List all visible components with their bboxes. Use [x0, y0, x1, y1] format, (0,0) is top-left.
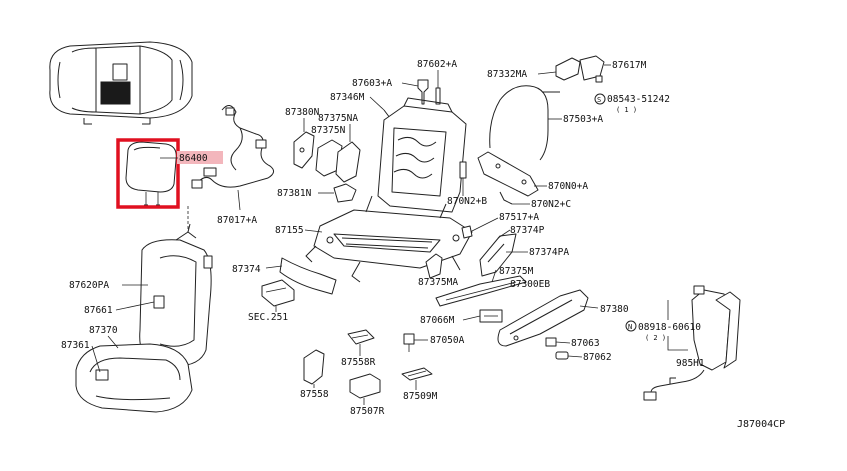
label-86400[interactable]: 86400	[179, 153, 208, 164]
clip-87509m[interactable]	[401, 367, 433, 381]
label-08543[interactable]: 08543-51242	[607, 94, 670, 105]
cover-87375na[interactable]	[335, 141, 361, 183]
label-87381n[interactable]: 87381N	[277, 188, 312, 199]
cover-87507r[interactable]	[349, 373, 381, 399]
cover-87380n[interactable]	[293, 131, 315, 169]
label-87503a[interactable]: 87503+A	[563, 114, 603, 125]
label-87603a[interactable]: 87603+A	[352, 78, 392, 89]
label-87361[interactable]: 87361	[61, 340, 90, 351]
label-870n2b[interactable]: 870N2+B	[447, 196, 487, 207]
lever-87332ma[interactable]	[555, 57, 581, 81]
label-87661[interactable]: 87661	[84, 305, 113, 316]
label-87509m[interactable]: 87509M	[403, 391, 438, 402]
airbag-module-985h1[interactable]	[643, 285, 741, 401]
label-87375m[interactable]: 87375M	[499, 266, 534, 277]
label-87375n[interactable]: 87375N	[311, 125, 346, 136]
cable-87503a[interactable]	[489, 85, 560, 161]
highlight-box	[116, 138, 180, 209]
label-08918-qty: ( 2 )	[645, 334, 666, 342]
label-87375na[interactable]: 87375NA	[318, 113, 358, 124]
label-08543-qty: ( 1 )	[616, 106, 637, 114]
clip-87558r[interactable]	[347, 329, 375, 345]
label-87380[interactable]: 87380	[600, 304, 629, 315]
switch-sec251[interactable]	[261, 279, 295, 307]
rail-87375m[interactable]	[435, 275, 527, 307]
label-870n2c[interactable]: 870N2+C	[531, 199, 571, 210]
label-87300eb[interactable]: 87300EB	[510, 279, 550, 290]
label-87602a[interactable]: 87602+A	[417, 59, 457, 70]
highlight-label-bg	[177, 151, 223, 164]
label-985h1[interactable]: 985H1	[676, 358, 705, 369]
seat-frame[interactable]	[305, 97, 473, 283]
label-87050a[interactable]: 87050A	[430, 335, 465, 346]
label-87558r[interactable]: 87558R	[341, 357, 376, 368]
recliner-870n0[interactable]	[477, 151, 539, 197]
label-87620pa[interactable]: 87620PA	[69, 280, 109, 291]
label-87332ma[interactable]: 87332MA	[487, 69, 527, 80]
label-87617m[interactable]: 87617M	[612, 60, 647, 71]
label-870n0a[interactable]: 870N0+A	[548, 181, 588, 192]
label-87558[interactable]: 87558	[300, 389, 329, 400]
nut-87050a[interactable]	[403, 333, 415, 352]
label-sec251[interactable]: SEC.251	[248, 312, 288, 323]
label-87517a[interactable]: 87517+A	[499, 212, 539, 223]
label-87507r[interactable]: 87507R	[350, 406, 385, 417]
car-locator-icon	[49, 41, 193, 125]
knob-87062[interactable]	[555, 351, 569, 360]
side-trim-87380[interactable]	[497, 289, 589, 347]
headrest-part[interactable]	[125, 141, 177, 206]
front-trim-87374[interactable]	[279, 257, 337, 295]
trim-87558[interactable]	[303, 349, 325, 385]
knob-87063[interactable]	[545, 337, 557, 347]
label-87374pa[interactable]: 87374PA	[529, 247, 569, 258]
symbol-n: N	[628, 323, 632, 331]
label-87062[interactable]: 87062	[583, 352, 612, 363]
label-08918[interactable]: 08918-60610	[638, 322, 701, 333]
label-87155[interactable]: 87155	[275, 225, 304, 236]
label-87063[interactable]: 87063	[571, 338, 600, 349]
trim-87381n[interactable]	[333, 183, 357, 203]
seat-location-marker	[100, 81, 131, 105]
label-87346m[interactable]: 87346M	[330, 92, 365, 103]
label-87375ma[interactable]: 87375MA	[418, 277, 458, 288]
diagram-id: J87004CP	[737, 419, 785, 430]
symbol-s: S	[597, 96, 601, 104]
bracket-87375ma[interactable]	[425, 253, 443, 279]
motor-87066m[interactable]	[479, 309, 503, 323]
handle-87617m[interactable]	[579, 55, 605, 83]
seat-cushion-pad[interactable]	[75, 343, 193, 413]
wire-harness-part[interactable]	[191, 105, 274, 211]
bolt-symbol-n	[625, 320, 637, 332]
label-87374[interactable]: 87374	[232, 264, 261, 275]
screw-symbol-s	[594, 93, 606, 105]
label-87380n[interactable]: 87380N	[285, 107, 320, 118]
label-87017a[interactable]: 87017+A	[217, 215, 257, 226]
label-87066m[interactable]: 87066M	[420, 315, 455, 326]
label-87370[interactable]: 87370	[89, 325, 118, 336]
label-87374p[interactable]: 87374P	[510, 225, 545, 236]
